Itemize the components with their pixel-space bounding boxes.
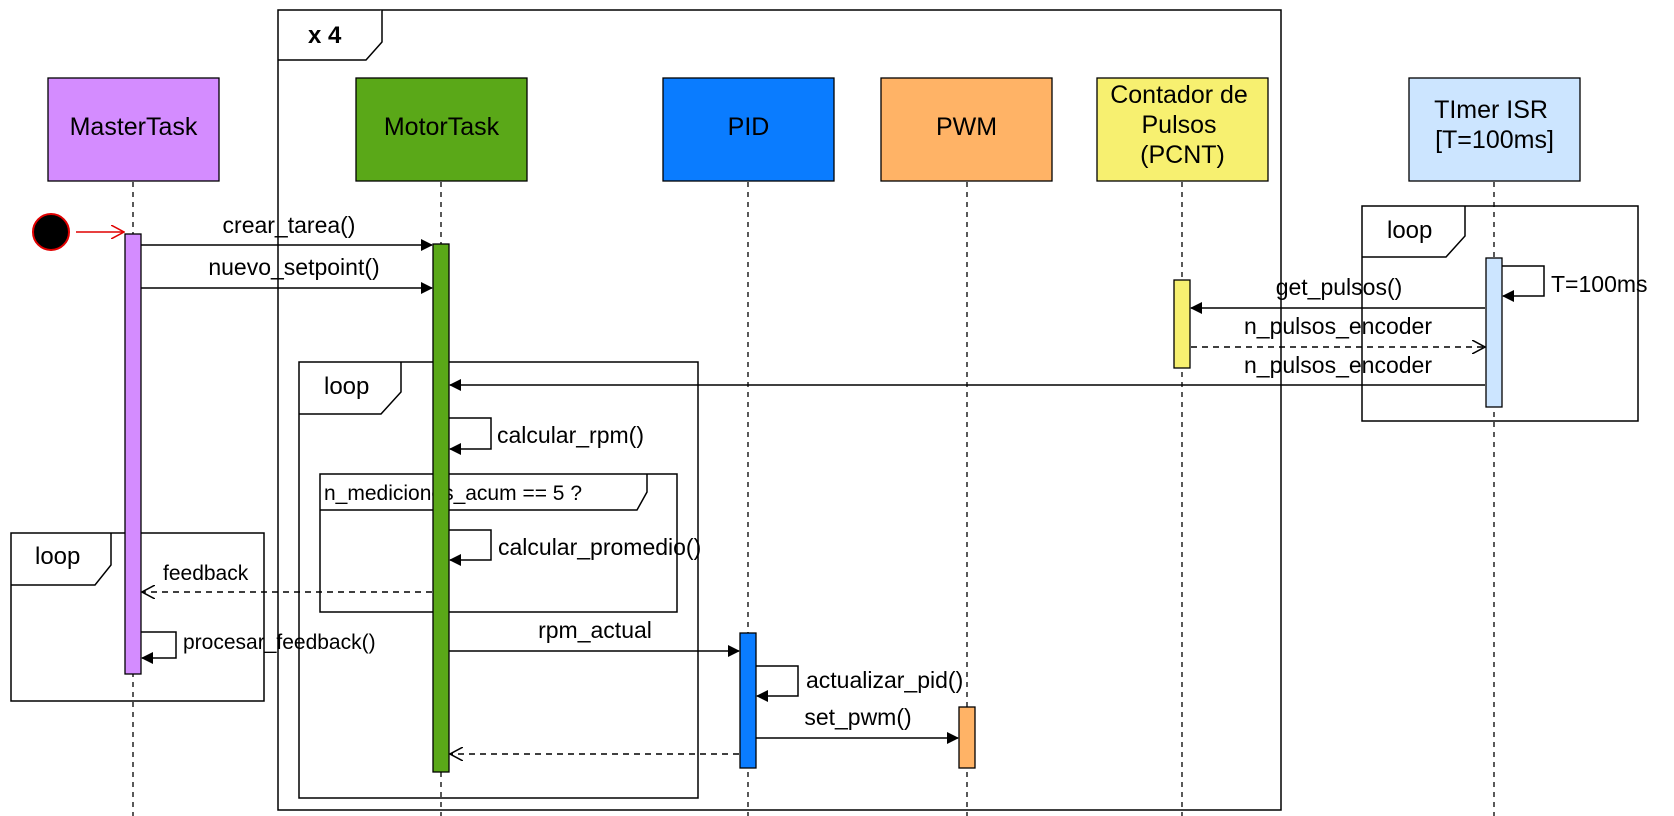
frame-outer: x 4 bbox=[277, 9, 1282, 811]
activation-timer bbox=[1485, 257, 1503, 408]
activation-pwm bbox=[958, 706, 976, 769]
message-calcular-promedio-self: calcular_promedio() bbox=[449, 529, 701, 566]
frame-condition-tag: n_mediciones_acum == 5 ? bbox=[324, 482, 582, 505]
svg-text:MasterTask: MasterTask bbox=[70, 113, 198, 141]
activation-master bbox=[124, 233, 142, 675]
message-calcular-promedio-label: calcular_promedio() bbox=[498, 534, 701, 560]
message-feedback: feedback bbox=[142, 562, 432, 592]
activation-pid bbox=[739, 632, 757, 769]
activation-motor bbox=[432, 243, 450, 773]
message-crear-tarea-label: crear_tarea() bbox=[223, 212, 356, 238]
frame-motor-loop: loop bbox=[298, 361, 699, 799]
message-crear-tarea: crear_tarea() bbox=[141, 212, 433, 251]
participant-pcnt-label-line3: (PCNT) bbox=[1140, 141, 1225, 169]
message-actualizar-pid-label: actualizar_pid() bbox=[806, 667, 963, 693]
message-t100-label: T=100ms bbox=[1551, 271, 1648, 297]
message-rpm-actual: rpm_actual bbox=[449, 617, 740, 657]
frame-outer-tag: x 4 bbox=[308, 22, 342, 49]
participant-pcnt-label-line2: Pulsos bbox=[1142, 111, 1217, 139]
message-nuevo-setpoint-label: nuevo_setpoint() bbox=[208, 254, 379, 280]
participant-motor-label: MotorTask bbox=[384, 113, 500, 141]
message-procesar-feedback-label: procesar_feedback() bbox=[183, 631, 376, 654]
participant-timer-label-line2: [T=100ms] bbox=[1435, 126, 1554, 154]
participant-master-label: MasterTask bbox=[70, 113, 198, 141]
participant-pwm-label: PWM bbox=[936, 113, 997, 141]
participant-pwm: PWM bbox=[880, 77, 1053, 182]
participant-pid: PID bbox=[662, 77, 835, 182]
frame-timer-loop-tag: loop bbox=[1387, 217, 1432, 244]
message-rpm-actual-label: rpm_actual bbox=[538, 617, 652, 643]
message-nuevo-setpoint: nuevo_setpoint() bbox=[141, 254, 433, 294]
message-n-pulsos-motor: n_pulsos_encoder bbox=[449, 352, 1485, 391]
message-set-pwm-label: set_pwm() bbox=[804, 704, 911, 730]
svg-text:MotorTask: MotorTask bbox=[384, 113, 500, 141]
svg-text:PID: PID bbox=[728, 113, 770, 141]
message-actualizar-pid-self: actualizar_pid() bbox=[756, 665, 963, 702]
participant-pid-label: PID bbox=[728, 113, 770, 141]
svg-text:TImer ISR [T=100ms]: TImer ISR [T=100ms] bbox=[1434, 96, 1555, 154]
message-calcular-rpm-self: calcular_rpm() bbox=[449, 417, 644, 455]
participant-timer-label-line1: TImer ISR bbox=[1434, 96, 1548, 124]
svg-text:Contador de Pulsos: Contador de Pulsos (PCNT) bbox=[1110, 81, 1255, 169]
message-calcular-rpm-label: calcular_rpm() bbox=[497, 422, 644, 448]
participant-motor: MotorTask bbox=[355, 77, 528, 182]
message-n-pulsos-motor-label: n_pulsos_encoder bbox=[1244, 352, 1432, 378]
participant-pcnt-label-line1: Contador de bbox=[1110, 81, 1248, 109]
message-get-pulsos: get_pulsos() bbox=[1190, 274, 1485, 314]
message-t100-self: T=100ms bbox=[1502, 265, 1648, 302]
message-get-pulsos-label: get_pulsos() bbox=[1276, 274, 1403, 300]
participant-pcnt: Contador de Pulsos (PCNT) bbox=[1096, 77, 1269, 182]
message-n-pulsos-reply: n_pulsos_encoder bbox=[1191, 313, 1485, 347]
participant-timer: TImer ISR [T=100ms] bbox=[1408, 77, 1581, 182]
activation-pcnt bbox=[1173, 279, 1191, 369]
frame-master-loop-tag: loop bbox=[35, 543, 80, 570]
message-set-pwm: set_pwm() bbox=[756, 704, 959, 744]
svg-text:PWM: PWM bbox=[936, 113, 997, 141]
frame-timer-loop: loop bbox=[1361, 205, 1639, 422]
start-node bbox=[32, 213, 70, 251]
frame-master-loop: loop bbox=[10, 532, 265, 702]
message-n-pulsos-reply-label: n_pulsos_encoder bbox=[1244, 313, 1432, 339]
frame-motor-loop-tag: loop bbox=[324, 373, 369, 400]
message-procesar-feedback-self: procesar_feedback() bbox=[141, 631, 376, 664]
message-feedback-label: feedback bbox=[163, 562, 249, 585]
frame-condition: n_mediciones_acum == 5 ? bbox=[319, 473, 678, 613]
participant-master: MasterTask bbox=[47, 77, 220, 182]
